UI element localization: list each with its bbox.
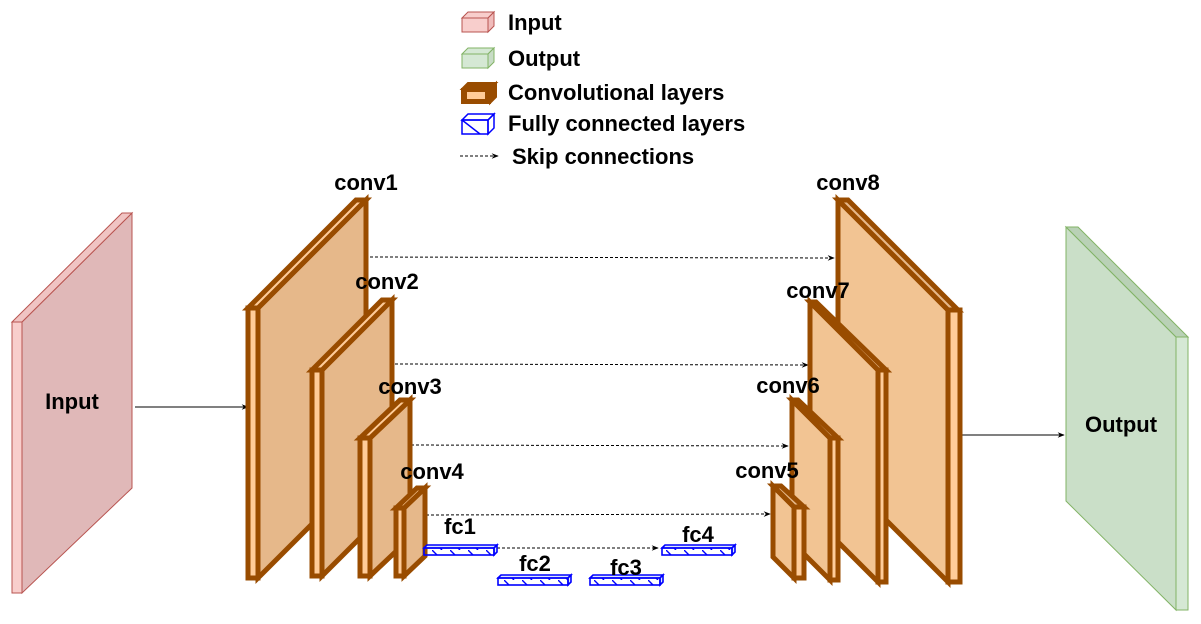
conv1-label: conv1: [334, 170, 398, 195]
legend-item-conv: Convolutional layers: [459, 80, 724, 106]
legend: Input Output Convolutional layers: [459, 10, 745, 169]
fc4-label: fc4: [682, 522, 715, 547]
output-cube-icon: [460, 46, 496, 70]
conv3-label: conv3: [378, 374, 442, 399]
output-block: Output: [1064, 225, 1190, 612]
conv7-label: conv7: [786, 278, 850, 303]
legend-label: Input: [508, 10, 562, 35]
input-block: Input: [10, 211, 134, 595]
decoder: [766, 193, 965, 589]
conv5-block: [766, 479, 811, 585]
fc3-label: fc3: [610, 555, 642, 580]
conv4-label: conv4: [400, 459, 464, 484]
legend-item-input: Input: [460, 10, 562, 35]
fc2-block: [496, 573, 573, 587]
legend-label: Convolutional layers: [508, 80, 724, 105]
input-cube-icon: [460, 10, 496, 34]
legend-item-skip: Skip connections: [460, 144, 694, 169]
fc1-block: [422, 543, 499, 557]
conv2-label: conv2: [355, 269, 419, 294]
legend-label: Skip connections: [512, 144, 694, 169]
skip-connections: [369, 255, 835, 551]
fc-blocks: [422, 543, 737, 587]
conv8-label: conv8: [816, 170, 880, 195]
legend-item-fc: Fully connected layers: [460, 111, 745, 136]
legend-item-output: Output: [460, 46, 581, 71]
fc-cube-icon: [460, 112, 496, 136]
conv-cube-icon: [459, 80, 499, 106]
conv6-label: conv6: [756, 373, 820, 398]
layer-labels: conv1 conv2 conv3 conv4 conv5 conv6 conv…: [334, 170, 880, 580]
fc1-label: fc1: [444, 514, 476, 539]
legend-label: Output: [508, 46, 581, 71]
input-label: Input: [45, 389, 99, 414]
skip-conv1-conv8: [369, 255, 835, 261]
conv5-label: conv5: [735, 458, 799, 483]
encoder: [241, 193, 432, 585]
skip-conv3-conv6: [410, 443, 789, 449]
conv4-block: [389, 482, 432, 582]
skip-conv2-conv7: [394, 362, 809, 368]
fc4-block: [660, 543, 737, 557]
skip-conv4-conv5: [425, 511, 771, 517]
fc3-block: [588, 573, 665, 587]
output-label: Output: [1085, 412, 1158, 437]
legend-label: Fully connected layers: [508, 111, 745, 136]
fc2-label: fc2: [519, 551, 551, 576]
